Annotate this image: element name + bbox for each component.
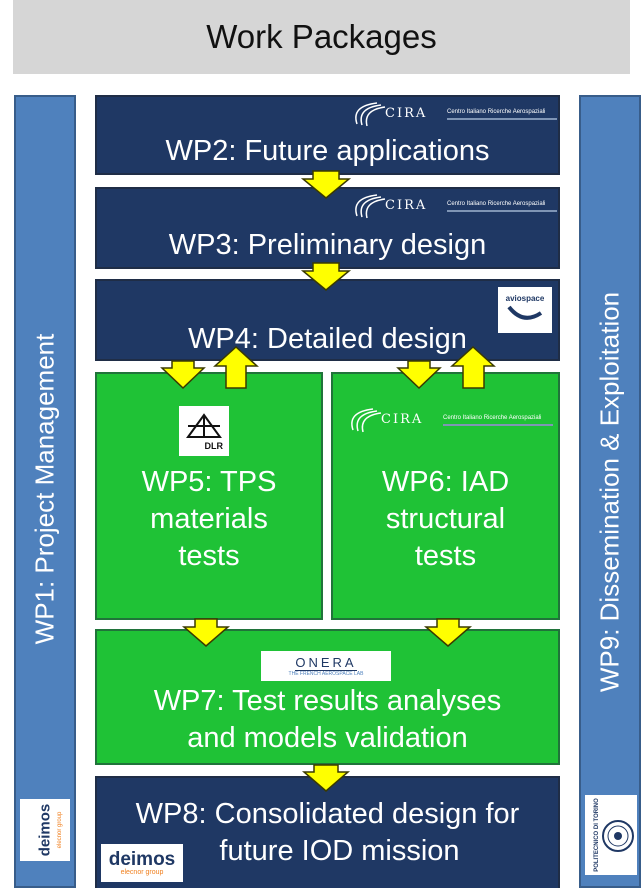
cira-logo-word: CIRA	[381, 412, 424, 427]
aviospace-logo: aviospace	[498, 287, 552, 333]
wp1-project-management-bar: WP1: Project Management deimos elecnor g…	[14, 95, 76, 888]
wp3-title: WP3: Preliminary design	[168, 229, 487, 261]
polito-logo-text: POLITECNICO DI TORINO	[594, 798, 600, 872]
wp7-title-line-1: WP7: Test results analyses	[153, 685, 502, 717]
polito-seal-icon	[602, 820, 634, 852]
cira-logo: CIRA Centro Italiano Ricerche Aerospazia…	[347, 98, 559, 132]
cira-logo-line	[447, 118, 557, 120]
wp6-box: CIRA Centro Italiano Ricerche Aerospazia…	[331, 372, 560, 620]
wp5-title-line-3: tests	[178, 540, 240, 572]
cira-swirl-icon	[355, 194, 386, 219]
wp4-title: WP4: Detailed design	[188, 323, 467, 355]
wp5-title: WP5: TPS materials tests	[97, 464, 321, 575]
wp8-box: WP8: Consolidated design for future IOD …	[95, 776, 560, 888]
wp6-title-line-1: WP6: IAD	[381, 466, 510, 498]
cira-swirl-icon	[351, 408, 382, 433]
diagram-title-text: Work Packages	[206, 18, 437, 55]
deimos-logo-word: deimos	[36, 803, 54, 857]
onera-logo-sub: THE FRENCH AEROSPACE LAB	[288, 671, 364, 677]
cira-logo: CIRA Centro Italiano Ricerche Aerospazia…	[343, 404, 555, 438]
wp7-title: WP7: Test results analyses and models va…	[97, 683, 558, 757]
wp9-dissemination-bar: WP9: Dissemination & Exploitation POLITE…	[579, 95, 641, 888]
dlr-logo-word: DLR	[204, 441, 224, 451]
wp3-box: CIRA Centro Italiano Ricerche Aerospazia…	[95, 187, 560, 269]
aviospace-logo-word: aviospace	[505, 293, 545, 303]
polito-seal: POLITECNICO DI TORINO	[585, 795, 637, 875]
wp4-box: aviospace WP4: Detailed design	[95, 279, 560, 361]
deimos-logo-sub: elecnor group	[57, 811, 63, 849]
dlr-emblem-icon	[186, 413, 222, 438]
cira-logo-word: CIRA	[385, 106, 428, 121]
deimos-logo-word: deimos	[108, 849, 176, 870]
wp7-box: ONERA THE FRENCH AEROSPACE LAB WP7: Test…	[95, 629, 560, 765]
cira-logo-line	[447, 210, 557, 212]
wp5-title-line-1: WP5: TPS	[141, 466, 277, 498]
deimos-logo-sub: elecnor group	[120, 869, 164, 876]
diagram-title: Work Packages	[13, 0, 630, 74]
wp8-title-line-1: WP8: Consolidated design for	[135, 798, 520, 830]
wp1-label: WP1: Project Management	[29, 333, 60, 645]
wp2-box: CIRA Centro Italiano Ricerche Aerospazia…	[95, 95, 560, 175]
onera-logo: ONERA THE FRENCH AEROSPACE LAB	[261, 651, 391, 681]
onera-logo-word: ONERA	[295, 655, 357, 671]
deimos-logo: deimos elecnor group	[101, 844, 183, 882]
wp5-title-line-2: materials	[150, 503, 268, 535]
wp7-title-line-2: and models validation	[187, 722, 468, 754]
deimos-logo: deimos elecnor group	[20, 799, 70, 861]
wp8-title-line-2: future IOD mission	[219, 835, 460, 867]
wp8-title: WP8: Consolidated design for future IOD …	[97, 796, 558, 870]
cira-logo: CIRA Centro Italiano Ricerche Aerospazia…	[347, 190, 559, 224]
cira-logo-word: CIRA	[385, 198, 428, 213]
cira-logo-sub: Centro Italiano Ricerche Aerospaziali	[447, 109, 546, 115]
cira-logo-sub: Centro Italiano Ricerche Aerospaziali	[447, 201, 546, 207]
cira-swirl-icon	[355, 102, 386, 127]
wp6-title: WP6: IAD structural tests	[333, 464, 558, 575]
wp6-title-line-2: structural	[385, 503, 506, 535]
cira-logo-sub: Centro Italiano Ricerche Aerospaziali	[443, 415, 542, 421]
cira-logo-line	[443, 424, 553, 426]
wp5-box: DLR WP5: TPS materials tests	[95, 372, 323, 620]
wp9-label: WP9: Dissemination & Exploitation	[594, 291, 625, 693]
wp6-title-line-3: tests	[414, 540, 477, 572]
wp2-title: WP2: Future applications	[165, 135, 490, 167]
dlr-logo: DLR	[179, 406, 229, 456]
aviospace-swoosh-icon	[507, 305, 543, 320]
